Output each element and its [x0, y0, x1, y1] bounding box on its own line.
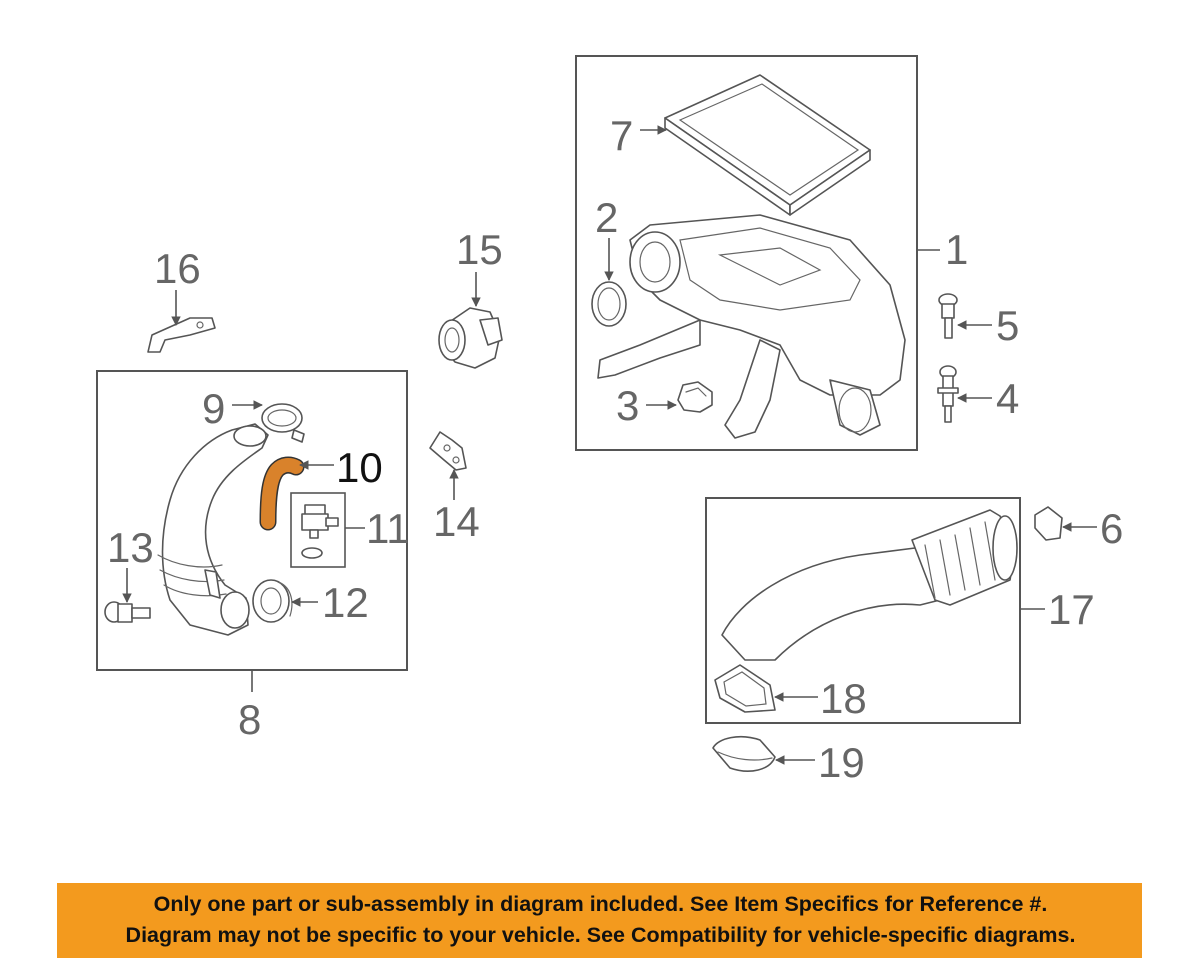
part-11-valve[interactable]	[301, 504, 339, 559]
part-7-air-filter[interactable]	[664, 74, 871, 216]
disclaimer-line-2: Diagram may not be specific to your vehi…	[125, 923, 1076, 947]
part-14-bracket[interactable]	[429, 431, 467, 471]
callout-8[interactable]: 8	[238, 696, 261, 743]
disclaimer-line-1: Only one part or sub-assembly in diagram…	[153, 892, 1048, 916]
part-5-bolt[interactable]	[938, 293, 958, 339]
group-box-air-snorkel	[705, 497, 1021, 724]
part-4-bolt[interactable]	[937, 365, 959, 423]
callout-4[interactable]: 4	[996, 375, 1019, 422]
part-8-intake-duct[interactable]	[157, 423, 269, 636]
callout-7[interactable]: 7	[610, 112, 633, 159]
group-box-part-11	[290, 492, 346, 568]
callout-14[interactable]: 14	[433, 498, 480, 545]
callout-19[interactable]: 19	[818, 739, 865, 786]
part-13-sensor[interactable]	[104, 601, 151, 623]
part-19-cap[interactable]	[712, 736, 776, 772]
callout-17[interactable]: 17	[1048, 586, 1095, 633]
callout-12[interactable]: 12	[322, 579, 369, 626]
part-1-air-cleaner-body[interactable]	[597, 214, 906, 439]
callout-1[interactable]: 1	[945, 226, 968, 273]
callout-10[interactable]: 10	[336, 444, 383, 491]
part-12-seal-ring[interactable]	[252, 579, 293, 623]
callout-18[interactable]: 18	[820, 675, 867, 722]
part-6-clip[interactable]	[1034, 506, 1063, 541]
disclaimer-banner: Only one part or sub-assembly in diagram…	[57, 883, 1142, 958]
callout-13[interactable]: 13	[107, 524, 154, 571]
callout-6[interactable]: 6	[1100, 505, 1123, 552]
callout-15[interactable]: 15	[456, 226, 503, 273]
callout-2[interactable]: 2	[595, 194, 618, 241]
part-17-air-snorkel[interactable]	[721, 509, 1018, 661]
callout-5[interactable]: 5	[996, 302, 1019, 349]
part-16-bracket[interactable]	[147, 317, 216, 353]
part-10-hose-highlighted[interactable]	[259, 456, 305, 531]
callout-11[interactable]: 11	[366, 505, 410, 552]
part-15-airflow-sensor[interactable]	[438, 307, 503, 369]
callout-9[interactable]: 9	[202, 385, 225, 432]
part-18-gasket[interactable]	[714, 664, 776, 713]
callout-3[interactable]: 3	[616, 382, 639, 429]
part-3-grommet[interactable]	[677, 381, 713, 413]
part-2-o-ring[interactable]	[591, 281, 627, 327]
group-box-air-cleaner	[575, 55, 918, 451]
callout-16[interactable]: 16	[154, 245, 201, 292]
part-9-clamp[interactable]	[261, 403, 305, 443]
